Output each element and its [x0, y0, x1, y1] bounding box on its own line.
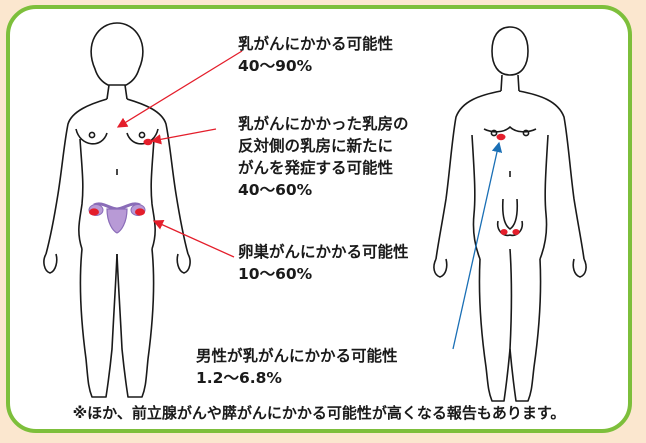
footer-note: ※ほか、前立腺がんや膵がんにかかる可能性が高くなる報告もあります。: [72, 404, 566, 422]
contralateral-arrow: [150, 128, 217, 145]
prostate-marker-left: [500, 229, 508, 235]
contralateral-range: 40〜60%: [238, 181, 313, 199]
breast-risk-range: 40〜90%: [238, 57, 313, 75]
male-risk-title: 男性が乳がんにかかる可能性: [196, 347, 398, 365]
diagram-panel: 乳がんにかかる可能性 40〜90% 乳がんにかかった乳房の 反対側の乳房に新たに…: [6, 5, 632, 433]
ovary-risk-title: 卵巣がんにかかる可能性: [238, 243, 409, 261]
male-breast-arrow: [452, 141, 503, 350]
prostate-marker-right: [512, 229, 520, 235]
body-illustrations: [43, 22, 587, 402]
ovary-risk-label: 卵巣がんにかかる可能性 10〜60%: [238, 241, 409, 285]
female-figure: [43, 22, 191, 398]
contralateral-line-1: 乳がんにかかった乳房の: [238, 115, 409, 133]
contralateral-line-3: がんを発症する可能性: [238, 159, 394, 177]
male-risk-range: 1.2〜6.8%: [196, 369, 282, 387]
male-figure: [433, 26, 587, 402]
ovary-arrow: [152, 219, 235, 258]
breast-arrow: [116, 50, 243, 128]
contralateral-risk-label: 乳がんにかかった乳房の 反対側の乳房に新たに がんを発症する可能性 40〜60%: [238, 113, 409, 201]
breast-risk-marker: [143, 138, 153, 146]
contralateral-line-2: 反対側の乳房に新たに: [238, 137, 394, 155]
male-risk-label: 男性が乳がんにかかる可能性 1.2〜6.8%: [196, 345, 398, 389]
breast-risk-title: 乳がんにかかる可能性: [238, 35, 394, 53]
breast-risk-label: 乳がんにかかる可能性 40〜90%: [238, 33, 393, 77]
uterus-ovaries-illustration: [88, 202, 146, 234]
male-breast-risk-marker: [496, 133, 506, 141]
ovary-risk-range: 10〜60%: [238, 265, 313, 283]
